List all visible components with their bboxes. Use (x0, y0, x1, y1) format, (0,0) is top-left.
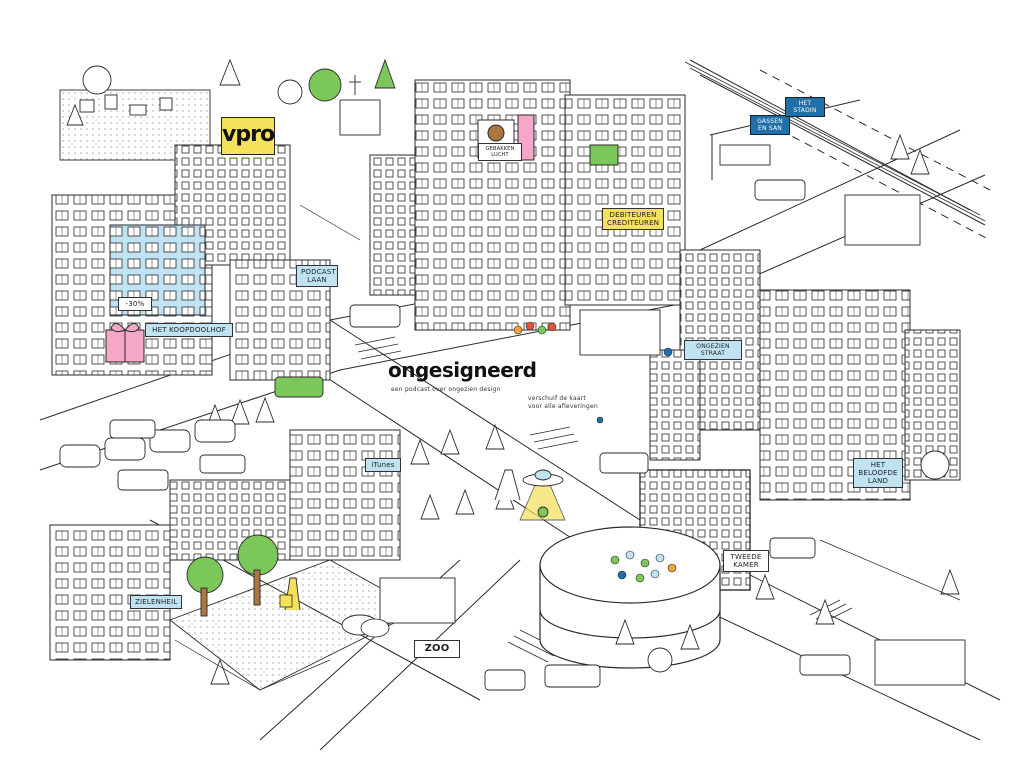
map-hint: verschuif de kaart voor alle afleveringe… (528, 395, 598, 410)
giraffe-icon (279, 594, 293, 608)
building-left (51, 144, 331, 381)
ufo-icon (519, 469, 566, 521)
zoo-sign: ZOO (414, 640, 460, 658)
crowd (610, 550, 677, 583)
discount-sign: -30% (118, 297, 152, 311)
itunes-sign: iTunes (365, 458, 401, 472)
podcast-laan-sign: PODCAST LAAN (296, 265, 338, 287)
highway-sign-a: GASSEN EN SAN (750, 115, 790, 135)
gebakken-lucht-sign: GEBAKKEN LUCHT (478, 143, 522, 161)
person-icon (513, 321, 673, 424)
debiteuren-sign: DEBITEUREN CREDITEUREN (602, 208, 664, 230)
map-subtitle: een podcast over ongezien design (391, 386, 501, 393)
car-icon (109, 179, 851, 691)
ongezien-straat-sign: ONGEZIEN STRAAT (684, 340, 742, 360)
elephant-icon (360, 618, 390, 638)
highway-rail (684, 61, 986, 222)
map-title: ongesigneerd (388, 358, 537, 382)
park (169, 534, 421, 691)
round-building (539, 469, 751, 669)
highway (759, 69, 991, 241)
gift-icon (105, 323, 145, 363)
tree-icon (66, 58, 960, 685)
hedges (59, 419, 236, 468)
round-trees (82, 65, 950, 673)
tweede-kamer-sign: TWEEDE KAMER (723, 550, 769, 572)
highway-sign-b: HET STADIN (785, 97, 825, 117)
truck-icon (379, 144, 966, 686)
beloofde-land-sign: HET BELOOFDE LAND (853, 458, 903, 488)
vpro-sign: vpro (221, 117, 275, 155)
fences (174, 204, 961, 691)
slide (494, 469, 521, 501)
building-lower-left (49, 429, 401, 661)
crosswalks (354, 336, 853, 663)
koopdoolhof-sign: HET KOOPDOOLHOF (145, 323, 233, 337)
zielenheil-sign: ZIELENHEIL (130, 595, 182, 609)
cemetery (59, 75, 381, 161)
building-right (649, 249, 961, 501)
building-center (369, 79, 686, 331)
